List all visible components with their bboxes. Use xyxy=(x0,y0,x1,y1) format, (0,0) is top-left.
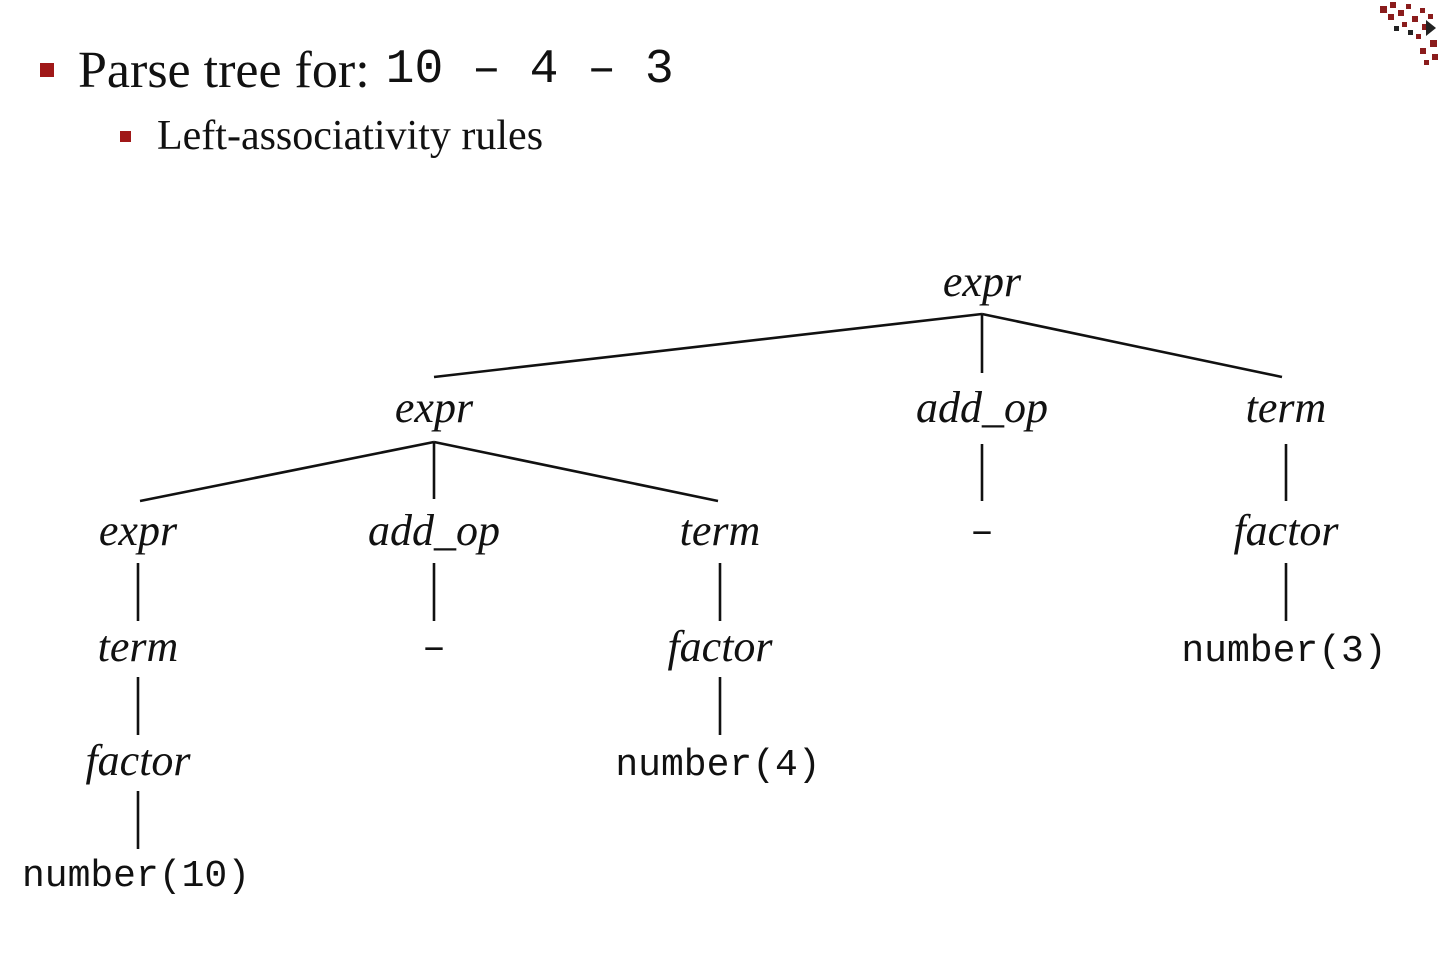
node-minus-left: – xyxy=(422,627,446,672)
square-bullet-icon xyxy=(120,130,131,142)
node-number-10: number(10) xyxy=(22,855,250,898)
node-number-4: number(4) xyxy=(615,744,820,787)
sub-bullet-text: Left-associativity rules xyxy=(157,113,544,159)
node-number-3: number(3) xyxy=(1181,630,1386,673)
node-root-expr: expr xyxy=(943,257,1022,306)
node-factor-mid: factor xyxy=(667,622,773,671)
node-term-left: term xyxy=(98,622,179,671)
edge-root-expr xyxy=(433,312,983,379)
edge-expr-term xyxy=(433,440,719,503)
node-term: term xyxy=(1246,383,1327,432)
sub-bullet-item-left-assoc: Left-associativity rules xyxy=(120,110,543,162)
university-logo-icon xyxy=(1380,2,1438,65)
edge-expr-expr xyxy=(139,440,435,503)
node-expr-left: expr xyxy=(99,506,178,555)
node-expr: expr xyxy=(395,383,474,432)
node-minus: – xyxy=(970,511,994,556)
edge-root-term xyxy=(981,312,1283,379)
square-bullet-icon xyxy=(40,63,54,77)
node-factor-left: factor xyxy=(85,736,191,785)
tree-nodes: expr expr add_op term expr add_op term –… xyxy=(22,257,1387,898)
bullet-item-parse-tree: Parse tree for: 10 – 4 – 3 xyxy=(40,38,674,102)
node-term-mid: term xyxy=(680,506,761,555)
tree-edges xyxy=(136,312,1288,849)
node-factor: factor xyxy=(1233,506,1339,555)
node-add-op-left: add_op xyxy=(368,506,500,555)
node-add-op: add_op xyxy=(916,383,1048,432)
bullet-text: Parse tree for: xyxy=(78,41,370,99)
expression-code: 10 – 4 – 3 xyxy=(385,43,674,97)
